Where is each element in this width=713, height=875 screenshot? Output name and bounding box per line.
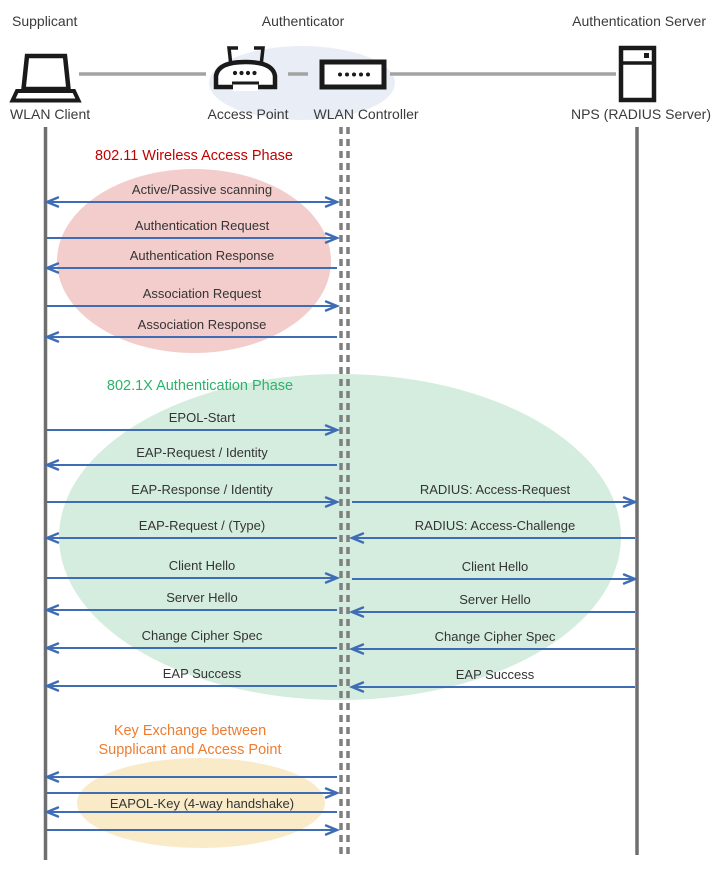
message-arrow xyxy=(43,771,337,783)
phase3-ellipse xyxy=(77,758,325,848)
message-label: EAP Success xyxy=(455,667,535,682)
message-label: Change Cipher Spec xyxy=(434,629,556,644)
message-arrow xyxy=(348,606,635,618)
message-arrow xyxy=(43,459,337,471)
message-arrow xyxy=(47,572,341,584)
message-arrow xyxy=(47,496,341,508)
message-arrow xyxy=(47,824,341,836)
supplicant-role-label: Supplicant xyxy=(12,13,78,29)
message-label: RADIUS: Access-Request xyxy=(419,482,571,497)
phase3-title-line2: Supplicant and Access Point xyxy=(98,742,282,758)
message-arrow xyxy=(43,642,337,654)
message-arrow xyxy=(43,532,337,544)
access-point-label: Access Point xyxy=(207,106,289,122)
message-arrow xyxy=(47,300,341,312)
message-label: EAP-Response / Identity xyxy=(131,482,273,497)
message-label: Server Hello xyxy=(459,592,531,607)
server-icon xyxy=(618,45,657,103)
wlan-controller-icon xyxy=(319,59,387,90)
nps-radius-server-label: NPS (RADIUS Server) xyxy=(570,106,712,122)
authenticator-dashed-lifeline xyxy=(339,127,350,857)
phase2-title: 802.1X Authentication Phase xyxy=(106,378,294,394)
message-arrow xyxy=(348,643,635,655)
wlan-client-label: WLAN Client xyxy=(10,106,91,122)
message-arrow xyxy=(47,232,341,244)
message-label: EAPOL-Key (4-way handshake) xyxy=(109,796,295,811)
message-arrow xyxy=(43,331,337,343)
message-arrow xyxy=(348,681,635,693)
message-label: EAP-Request / (Type) xyxy=(138,518,266,533)
wlan-controller-label: WLAN Controller xyxy=(313,106,419,122)
message-arrow xyxy=(43,806,337,818)
phase1-title: 802.11 Wireless Access Phase xyxy=(95,148,293,164)
message-label: RADIUS: Access-Challenge xyxy=(414,518,576,533)
message-label: Authentication Request xyxy=(134,218,270,233)
message-label: EAP Success xyxy=(162,666,242,681)
message-arrow xyxy=(43,196,341,208)
message-arrow xyxy=(352,573,639,585)
message-arrows-layer xyxy=(43,196,639,836)
phase3-title: Key Exchange between Supplicant and Acce… xyxy=(99,722,282,760)
message-arrow xyxy=(47,787,341,799)
message-label: Client Hello xyxy=(461,559,529,574)
message-arrow xyxy=(348,532,635,544)
message-arrow xyxy=(43,262,337,274)
message-label: Association Response xyxy=(137,317,267,332)
message-arrow xyxy=(43,604,337,616)
message-label: Active/Passive scanning xyxy=(131,182,273,197)
message-label: Change Cipher Spec xyxy=(141,628,263,643)
message-label: Client Hello xyxy=(168,558,236,573)
message-label: Authentication Response xyxy=(129,248,275,263)
message-arrow xyxy=(43,680,337,692)
access-point-icon xyxy=(213,46,278,91)
message-label: EAP-Request / Identity xyxy=(136,445,268,460)
authenticator-role-label: Authenticator xyxy=(261,13,345,29)
message-label: EPOL-Start xyxy=(168,410,236,425)
laptop-icon xyxy=(9,53,82,103)
message-label: Association Request xyxy=(142,286,262,301)
message-arrow xyxy=(47,424,341,436)
phase3-title-line1: Key Exchange between xyxy=(113,723,267,739)
message-arrow xyxy=(352,496,639,508)
message-label: Server Hello xyxy=(166,590,238,605)
authentication-server-role-label: Authentication Server xyxy=(572,13,706,29)
